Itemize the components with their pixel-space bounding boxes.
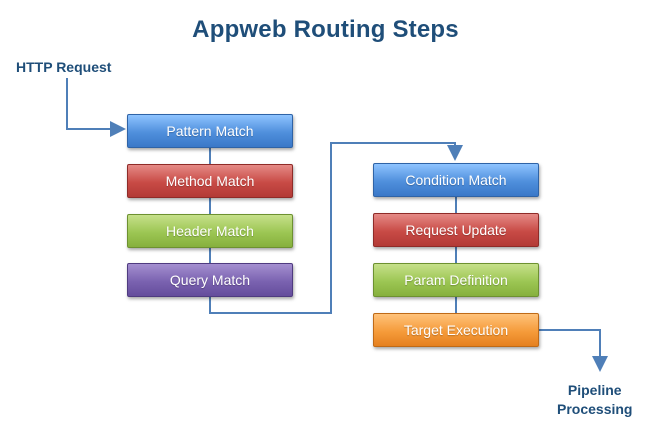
param-definition-step: Param Definition <box>373 263 539 297</box>
pipeline-label-line1: Pipeline <box>567 382 622 398</box>
condition-match-step: Condition Match <box>373 163 539 197</box>
pipeline-label-line2: Processing <box>557 401 633 417</box>
http-request-label: HTTP Request <box>16 59 112 75</box>
method-match-label: Method Match <box>165 173 255 189</box>
header-match-step: Header Match <box>127 214 293 248</box>
diagram-title: Appweb Routing Steps <box>192 16 459 43</box>
input-arrow <box>66 78 126 137</box>
query-match-step: Query Match <box>127 263 293 297</box>
bridge-arrow <box>209 142 463 314</box>
query-match-label: Query Match <box>169 272 251 288</box>
condition-match-label: Condition Match <box>405 172 507 188</box>
output-arrow <box>539 329 608 372</box>
target-execution-step: Target Execution <box>373 313 539 347</box>
request-update-label: Request Update <box>405 222 507 238</box>
pipeline-processing-label: Pipeline Processing <box>557 381 632 419</box>
param-definition-label: Param Definition <box>404 272 508 288</box>
target-execution-label: Target Execution <box>403 322 509 338</box>
method-match-step: Method Match <box>127 164 293 198</box>
pattern-match-label: Pattern Match <box>166 123 254 139</box>
request-update-step: Request Update <box>373 213 539 247</box>
pattern-match-step: Pattern Match <box>127 114 293 148</box>
header-match-label: Header Match <box>166 223 254 239</box>
